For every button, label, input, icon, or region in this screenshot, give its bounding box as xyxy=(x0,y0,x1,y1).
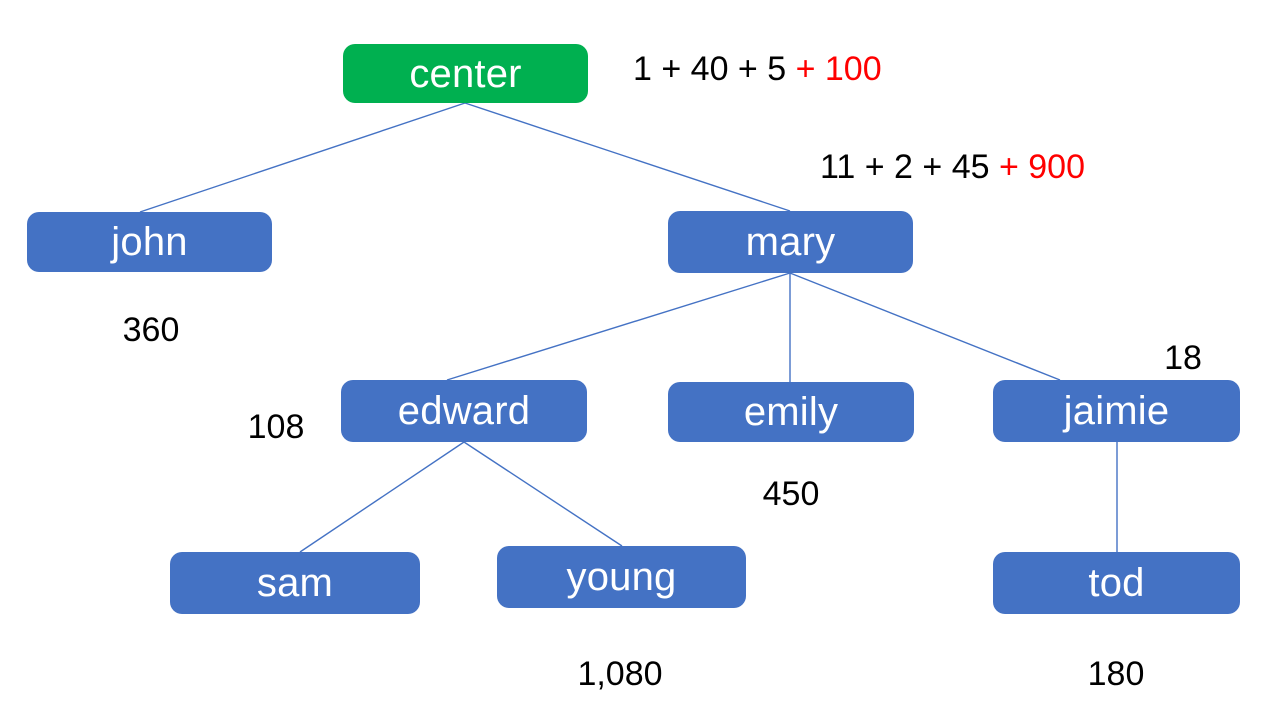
edge-mary-to-jaimie xyxy=(789,272,1061,381)
edge-center-to-john xyxy=(139,102,466,213)
node-label-young: young xyxy=(566,555,677,599)
annotation-part-mary-sum-1: + 900 xyxy=(998,148,1085,186)
node-tod[interactable]: tod xyxy=(993,552,1240,614)
value-label-text-young: 1,080 xyxy=(577,655,663,693)
node-label-emily: emily xyxy=(743,390,839,434)
node-jaimie[interactable]: jaimie xyxy=(993,380,1240,442)
node-john[interactable]: john xyxy=(27,212,272,272)
node-sam[interactable]: sam xyxy=(170,552,420,614)
node-label-john: john xyxy=(111,220,188,264)
node-label-edward: edward xyxy=(397,389,531,433)
node-edward[interactable]: edward xyxy=(341,380,587,442)
node-mary[interactable]: mary xyxy=(668,211,913,273)
value-label-text-john: 360 xyxy=(122,311,180,349)
annotation-part-center-sum-1: + 100 xyxy=(795,50,882,88)
annotation-part-mary-sum-0: 11 + 2 + 45 xyxy=(820,148,999,186)
value-label-text-jaimie: 18 xyxy=(1164,339,1202,377)
node-center[interactable]: center xyxy=(343,44,588,103)
node-label-jaimie: jaimie xyxy=(1063,389,1170,433)
edge-edward-to-young xyxy=(463,441,623,547)
value-label-text-tod: 180 xyxy=(1087,655,1145,693)
node-young[interactable]: young xyxy=(497,546,746,608)
node-label-center: center xyxy=(409,51,522,96)
value-label-text-emily: 450 xyxy=(762,475,820,513)
value-label-text-edward: 108 xyxy=(247,408,305,446)
annotation-part-center-sum-0: 1 + 40 + 5 xyxy=(633,50,796,88)
node-label-mary: mary xyxy=(745,220,836,264)
edge-center-to-mary xyxy=(464,102,791,212)
annotation-center-sum: 1 + 40 + 5 + 100 xyxy=(633,52,882,86)
node-emily[interactable]: emily xyxy=(668,382,914,442)
node-label-tod: tod xyxy=(1088,561,1145,605)
edge-mary-to-edward xyxy=(446,272,791,381)
edge-edward-to-sam xyxy=(299,441,465,553)
annotation-mary-sum: 11 + 2 + 45 + 900 xyxy=(820,150,1085,184)
node-label-sam: sam xyxy=(256,561,334,605)
